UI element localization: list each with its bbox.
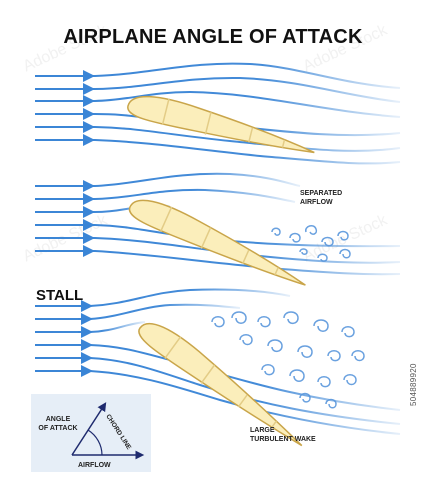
angle-arc <box>87 429 103 456</box>
airflow-line <box>35 321 146 333</box>
airflow-lines <box>35 62 401 165</box>
panel-stall <box>35 288 401 447</box>
airflow-line <box>35 90 401 118</box>
arrowheads <box>78 300 93 377</box>
airflow-line <box>35 139 401 165</box>
arrowheads <box>80 180 95 257</box>
inset-panel <box>31 394 151 472</box>
airflow-line <box>35 288 291 307</box>
turbulence-swirls <box>211 311 365 409</box>
wing-airfoil <box>138 323 303 447</box>
airflow-line <box>35 126 401 152</box>
airflow-label: AIRFLOW <box>78 462 111 469</box>
panel-separated-airflow <box>35 172 401 286</box>
side-id-label: 504889920 <box>409 363 418 406</box>
airflow-line <box>35 62 401 89</box>
angle-inset: CHORD LINE <box>31 394 151 472</box>
chord-line <box>71 402 107 456</box>
airflow-line <box>35 76 401 103</box>
panel-low-angle <box>35 62 401 165</box>
airflow-line <box>35 370 401 435</box>
airflow-line <box>35 357 401 425</box>
page-title: AIRPLANE ANGLE OF ATTACK <box>63 26 363 48</box>
wing-airfoil <box>128 199 306 286</box>
separated-airflow-label: SEPARATED AIRFLOW <box>300 190 343 206</box>
airflow-line <box>35 303 241 320</box>
turbulence-swirls <box>271 224 351 262</box>
stall-label: STALL <box>36 287 84 304</box>
turbulent-wake-label: LARGE TURBULENT WAKE <box>250 427 316 443</box>
airflow-line <box>35 188 296 203</box>
arrowheads <box>80 70 95 146</box>
wing-airfoil <box>127 95 315 154</box>
airflow-line <box>35 172 301 187</box>
angle-of-attack-label: ANGLE OF ATTACK <box>38 416 78 432</box>
